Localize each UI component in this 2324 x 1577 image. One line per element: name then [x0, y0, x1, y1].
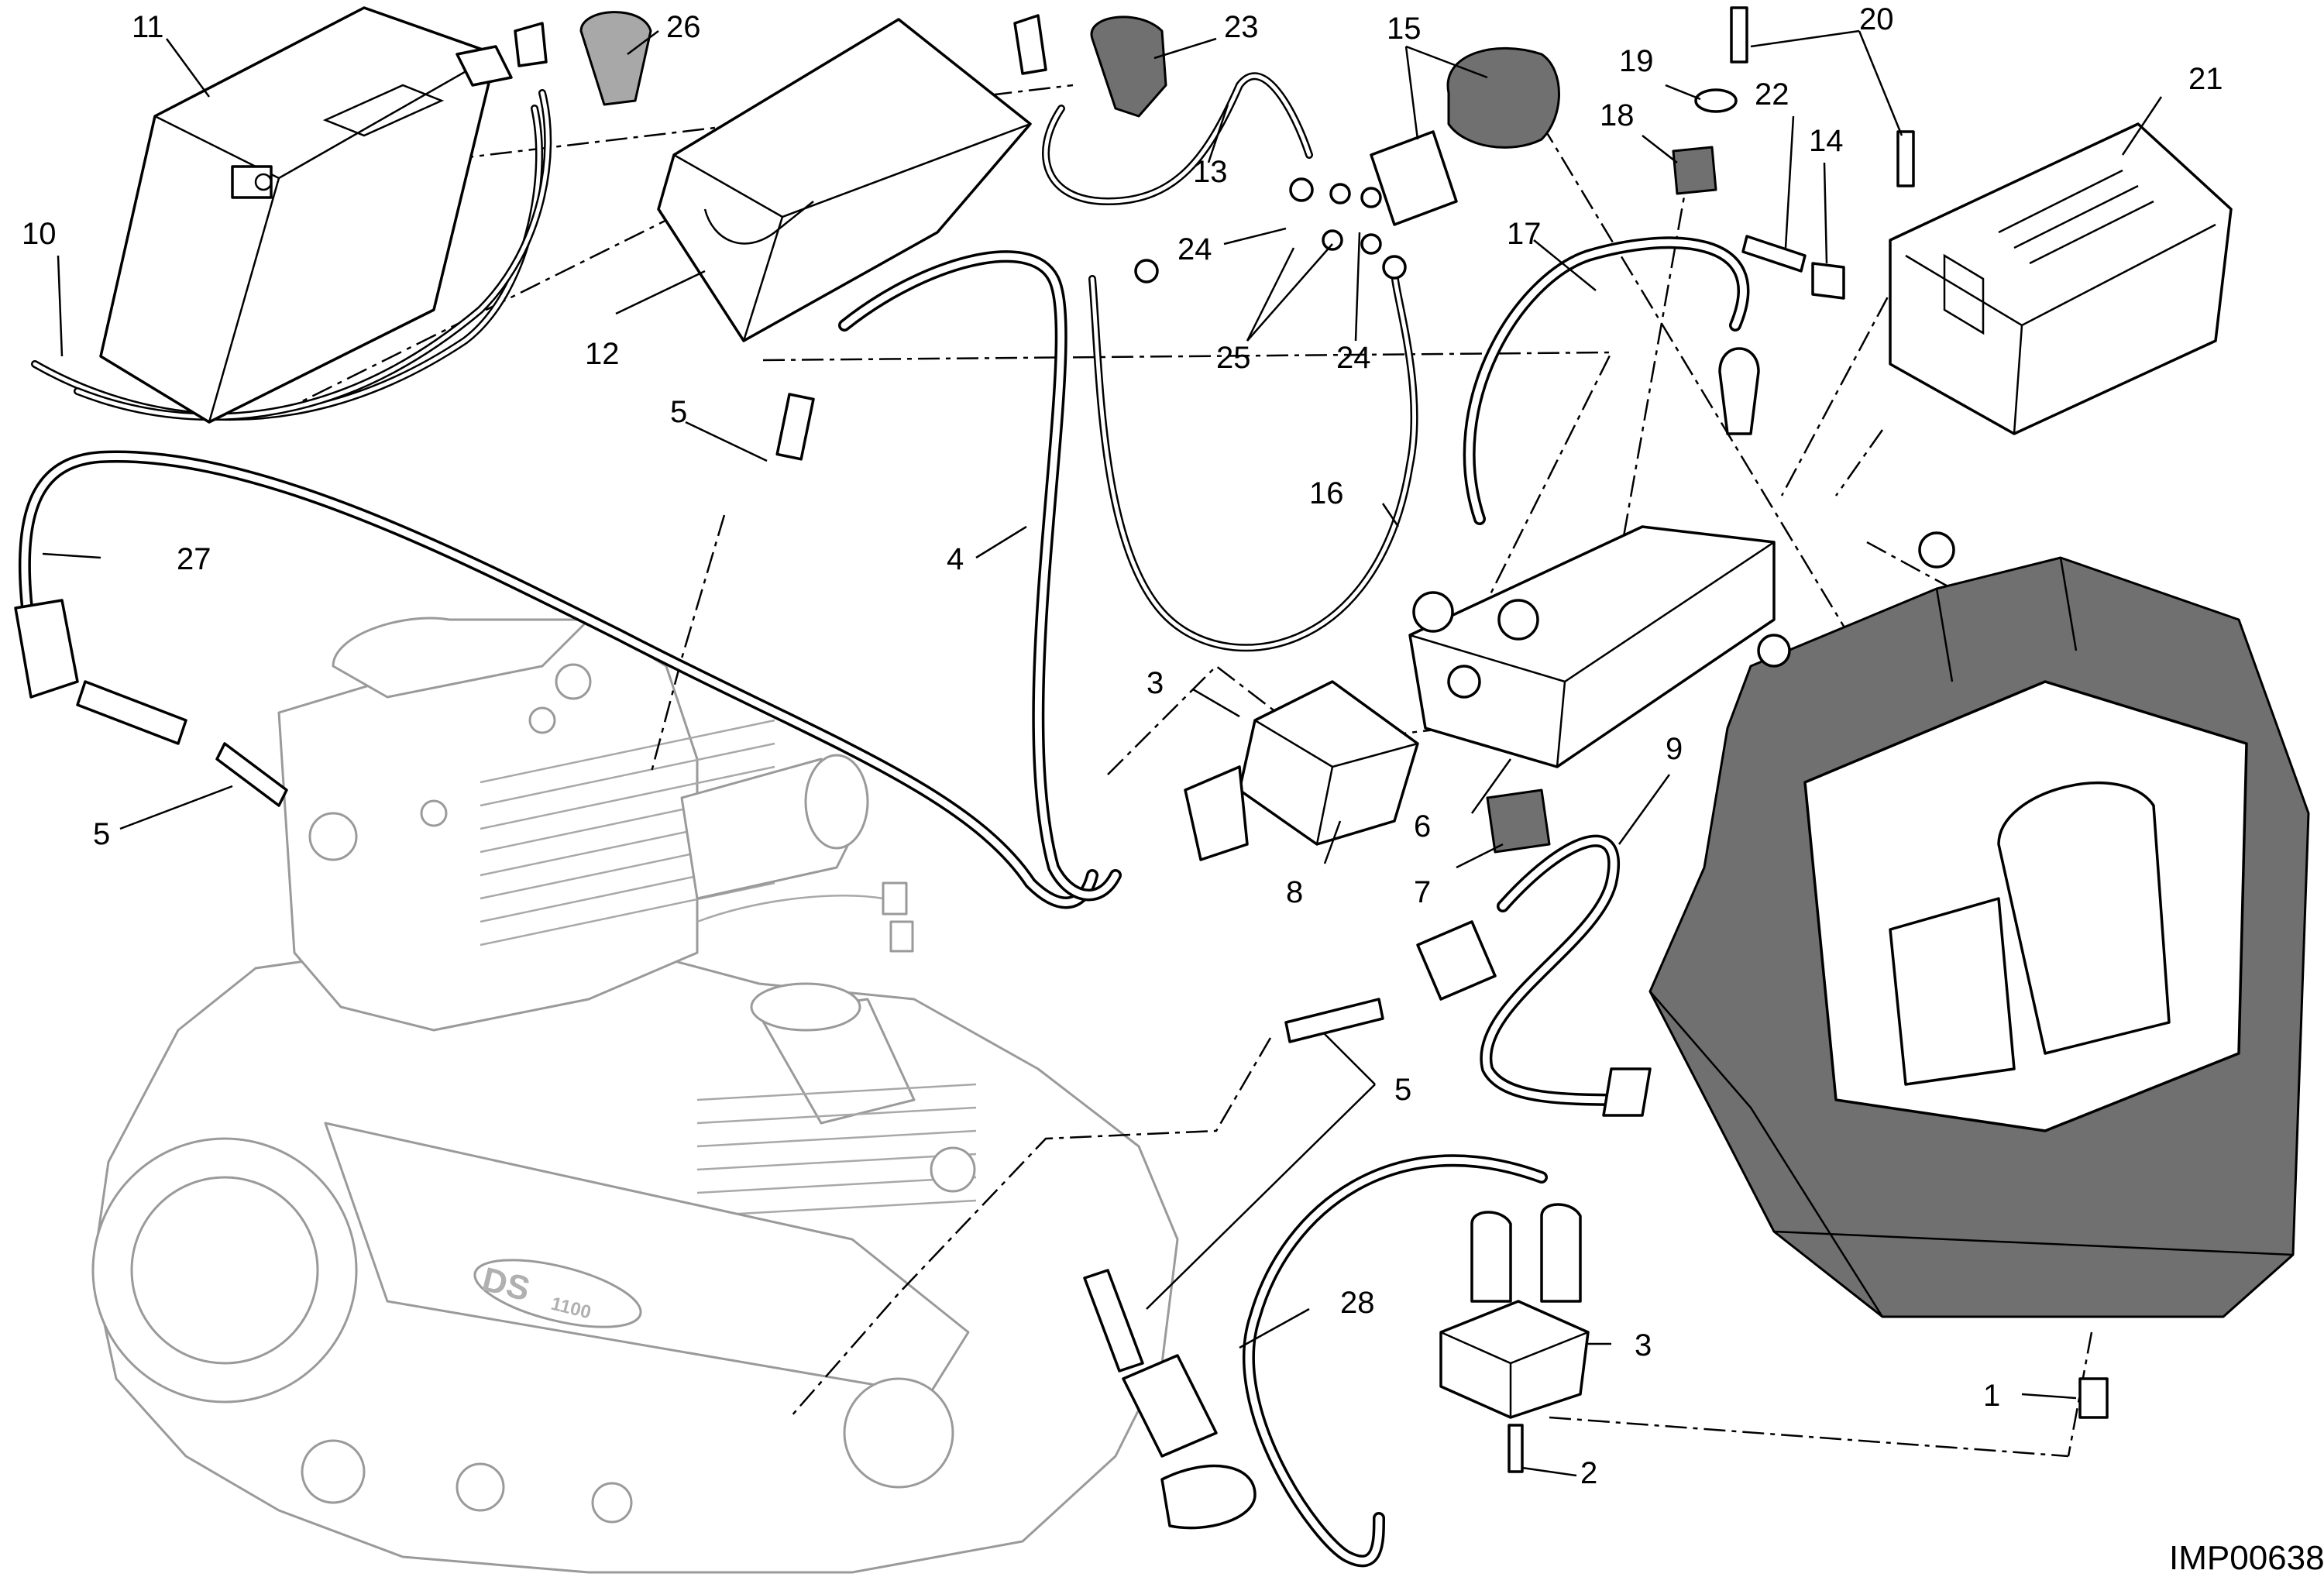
- callout-3a: 3: [1147, 666, 1164, 700]
- callout-8: 8: [1286, 875, 1303, 909]
- callout-25: 25: [1216, 341, 1251, 375]
- airbox: [1648, 531, 2310, 1318]
- callout-9: 9: [1666, 732, 1683, 766]
- callout-28: 28: [1340, 1286, 1375, 1320]
- parts: [14, 6, 2233, 1530]
- callout-2: 2: [1580, 1456, 1597, 1490]
- leader-lines: [42, 29, 2163, 1477]
- callout-16: 16: [1309, 476, 1344, 510]
- callout-12: 12: [585, 337, 620, 371]
- callout-labels: 11 26 23 15 20 21 19 18 22 14 13 24 25 2…: [22, 2, 2223, 1490]
- callout-21: 21: [2188, 62, 2223, 96]
- callout-6: 6: [1414, 809, 1431, 843]
- callout-10: 10: [22, 217, 57, 251]
- callout-17: 17: [1507, 217, 1542, 251]
- callout-13: 13: [1193, 155, 1228, 189]
- callout-19: 19: [1619, 44, 1654, 78]
- callout-5c: 5: [1394, 1073, 1411, 1107]
- callout-18: 18: [1600, 98, 1635, 132]
- callout-4: 4: [947, 542, 964, 576]
- callout-24b: 24: [1336, 341, 1371, 375]
- callout-3b: 3: [1635, 1328, 1652, 1362]
- callout-5b: 5: [93, 817, 110, 851]
- callout-14: 14: [1809, 124, 1844, 158]
- callout-1: 1: [1983, 1379, 2000, 1413]
- callout-23: 23: [1224, 10, 1259, 44]
- callout-5a: 5: [670, 395, 687, 429]
- callout-20: 20: [1859, 2, 1894, 36]
- callout-15: 15: [1387, 12, 1422, 46]
- callout-27: 27: [177, 542, 211, 576]
- callout-22: 22: [1755, 77, 1789, 112]
- callout-7: 7: [1414, 875, 1431, 909]
- callout-24a: 24: [1177, 232, 1212, 266]
- drawing-code: IMP00638: [2169, 1539, 2324, 1577]
- cables: [18, 72, 1750, 1568]
- callout-11: 11: [132, 10, 164, 44]
- callout-26: 26: [666, 10, 701, 44]
- engine-ghost-drawing: DS 1100: [91, 617, 1179, 1574]
